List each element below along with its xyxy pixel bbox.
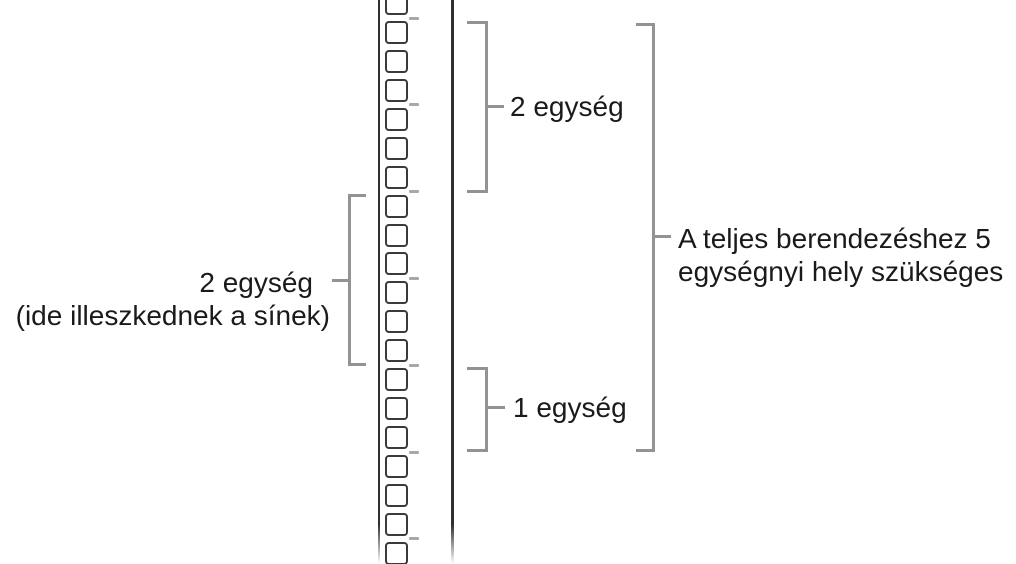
rack-hole [385,281,408,305]
rack-hole [385,310,408,334]
rack-hole [385,78,408,102]
label-left-2u-line2: (ide illeszkednek a sínek) [15,300,330,331]
rack-hole [385,252,408,276]
rack-hole [385,426,408,450]
rack-hole [385,136,408,160]
bracket-top-2u-stem [487,105,504,108]
rack-hole [385,455,408,479]
rack-hole [385,20,408,44]
unit-tick [409,537,419,541]
rack-hole [385,541,408,564]
rack-hole [385,368,408,392]
bracket-1u [467,367,488,452]
bracket-left-2u [348,194,366,366]
unit-tick [409,103,419,107]
rack-hole [385,0,408,15]
rack-hole [385,483,408,507]
bracket-left-2u-stem [332,279,349,282]
unit-tick [409,16,419,20]
unit-tick [409,190,419,194]
label-1u: 1 egység [513,392,627,423]
bracket-top-2u [467,21,488,193]
rack-hole [385,397,408,421]
rack-hole [385,194,408,218]
rack-hole [385,165,408,189]
bracket-total-5u [636,23,655,452]
bracket-total-5u-stem [654,235,671,238]
label-total-5u: A teljes berendezéshez 5 egységnyi hely … [678,222,1003,288]
label-left-2u-line1: 2 egység [199,267,313,298]
unit-tick [409,276,419,280]
rack-rail-right-line [451,0,454,564]
rack-hole [385,223,408,247]
unit-tick [409,450,419,454]
rack-hole [385,339,408,363]
rack-hole [385,107,408,131]
rack-hole [385,512,408,536]
rack-rail-left-line [378,0,380,564]
label-top-2u: 2 egység [510,91,624,122]
unit-tick [409,363,419,367]
label-total-5u-line2: egységnyi hely szükséges [678,256,1004,287]
label-total-5u-line1: A teljes berendezéshez 5 [678,223,991,254]
bracket-1u-stem [487,406,505,409]
label-left-2u: 2 egység (ide illeszkednek a sínek) [16,266,330,332]
rack-hole [385,49,408,73]
